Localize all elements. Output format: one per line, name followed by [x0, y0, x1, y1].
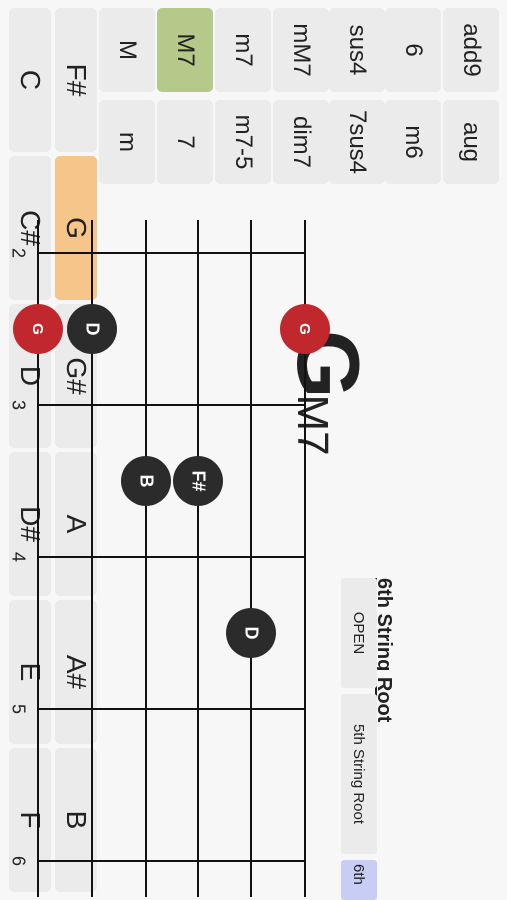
chord-note-dot [226, 608, 276, 658]
fret-number: 5 [8, 704, 28, 714]
chord-note-dot [67, 304, 117, 354]
note-label: G [296, 323, 313, 335]
chord-note-dot [173, 456, 223, 506]
note-label: B [136, 475, 156, 488]
fret-number: 3 [8, 400, 28, 410]
note-label: G [29, 323, 46, 335]
note-label: D [82, 323, 102, 336]
root-note-dot [13, 304, 63, 354]
fret-number: 4 [8, 552, 28, 562]
root-note-dot [280, 304, 330, 354]
fret-number: 2 [8, 248, 28, 258]
note-label: D [241, 627, 261, 640]
chord-note-dot [121, 456, 171, 506]
note-label: F# [188, 470, 208, 491]
fret-number: 6 [8, 856, 28, 866]
